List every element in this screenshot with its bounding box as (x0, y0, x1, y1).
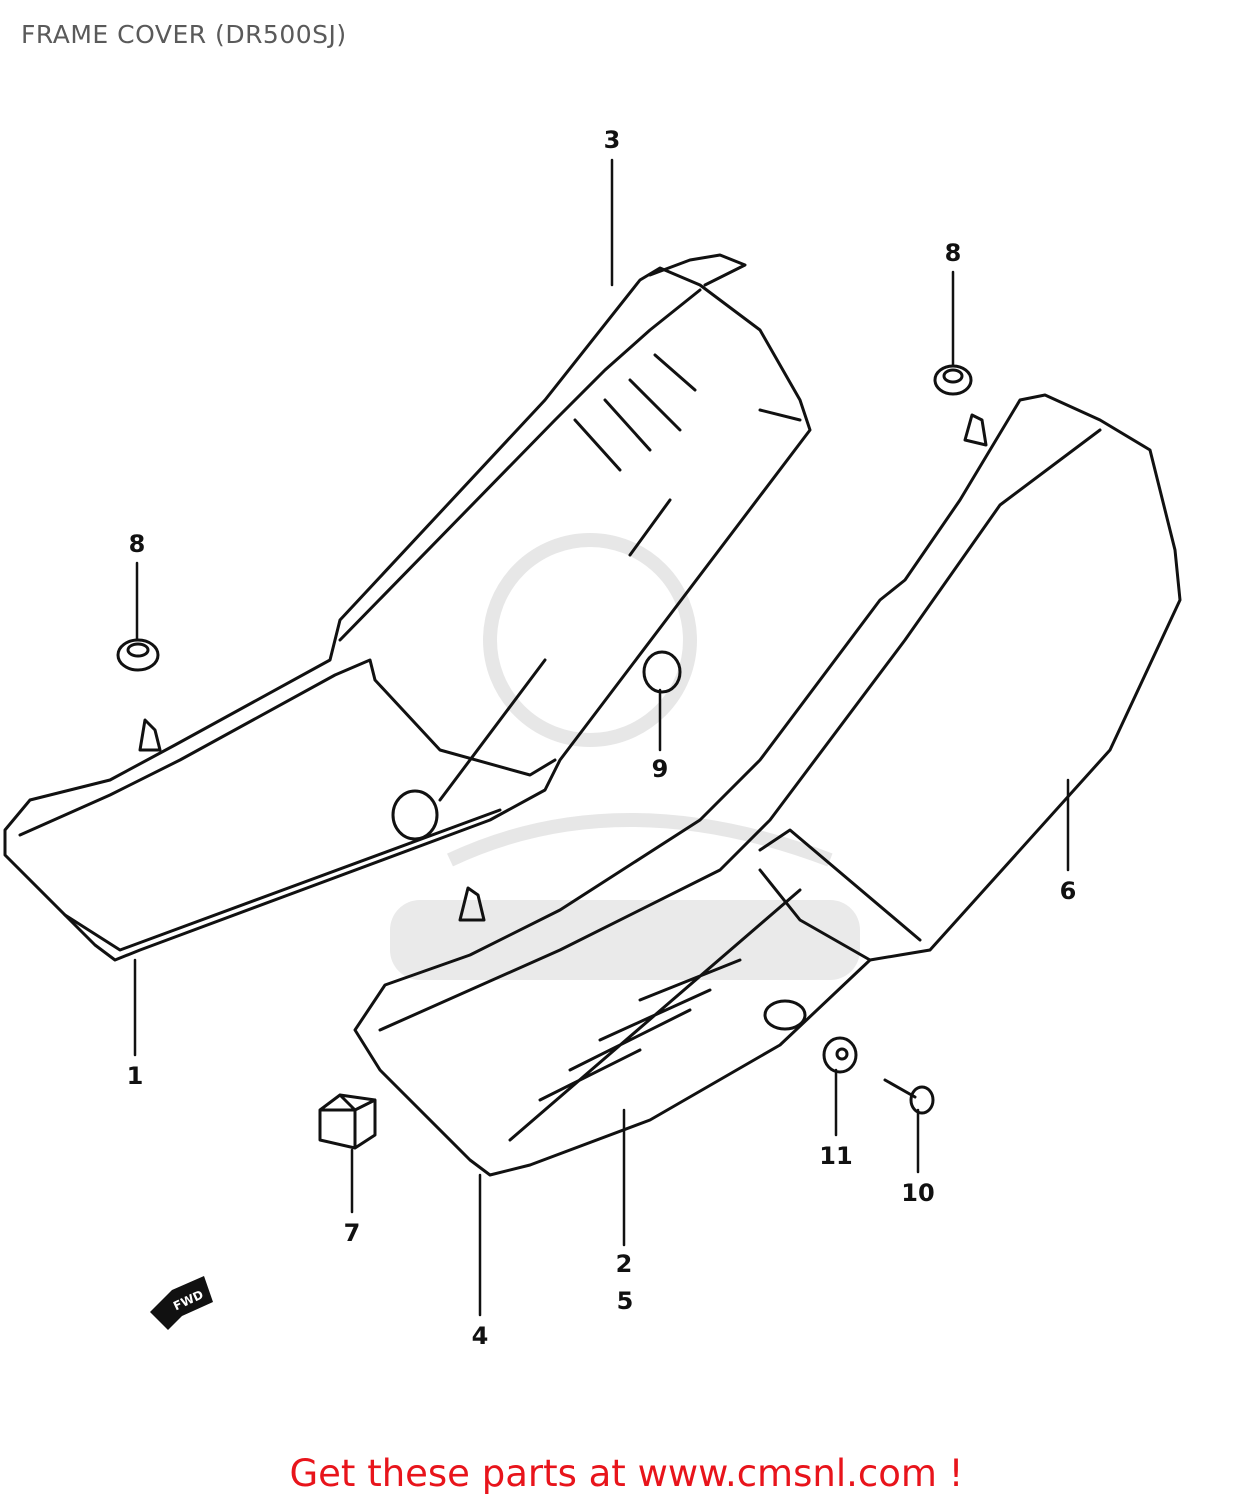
callout-9: 9 (652, 755, 669, 783)
callout-6: 6 (1060, 877, 1077, 905)
callout-1: 1 (127, 1062, 144, 1090)
grommet (391, 789, 439, 841)
callout-2: 2 (616, 1250, 633, 1278)
callout-8-left: 8 (129, 530, 146, 558)
pin-right (458, 413, 988, 922)
callout-8-right: 8 (945, 239, 962, 267)
right-side-cover (353, 393, 1182, 1177)
grommet-8-left (116, 638, 160, 672)
leader-lines (133, 158, 1070, 1317)
footer-link[interactable]: Get these parts at www.cmsnl.com ! (289, 1452, 964, 1495)
pin-left (138, 718, 162, 752)
grommet-9 (642, 650, 682, 694)
diagram-title: FRAME COVER (DR500SJ) (21, 20, 347, 49)
grommet-8-right (933, 364, 973, 396)
forward-arrow-icon: FWD (150, 1276, 213, 1330)
callout-3: 3 (604, 126, 621, 154)
callout-11: 11 (819, 1142, 852, 1170)
callout-10: 10 (901, 1179, 934, 1207)
cushion-7 (318, 1093, 377, 1150)
callout-5: 5 (617, 1287, 634, 1315)
screw-10 (883, 1078, 935, 1115)
washer-11 (822, 1036, 858, 1074)
left-frame-cover (3, 253, 812, 962)
callout-7: 7 (344, 1219, 361, 1247)
callout-4: 4 (472, 1322, 489, 1350)
